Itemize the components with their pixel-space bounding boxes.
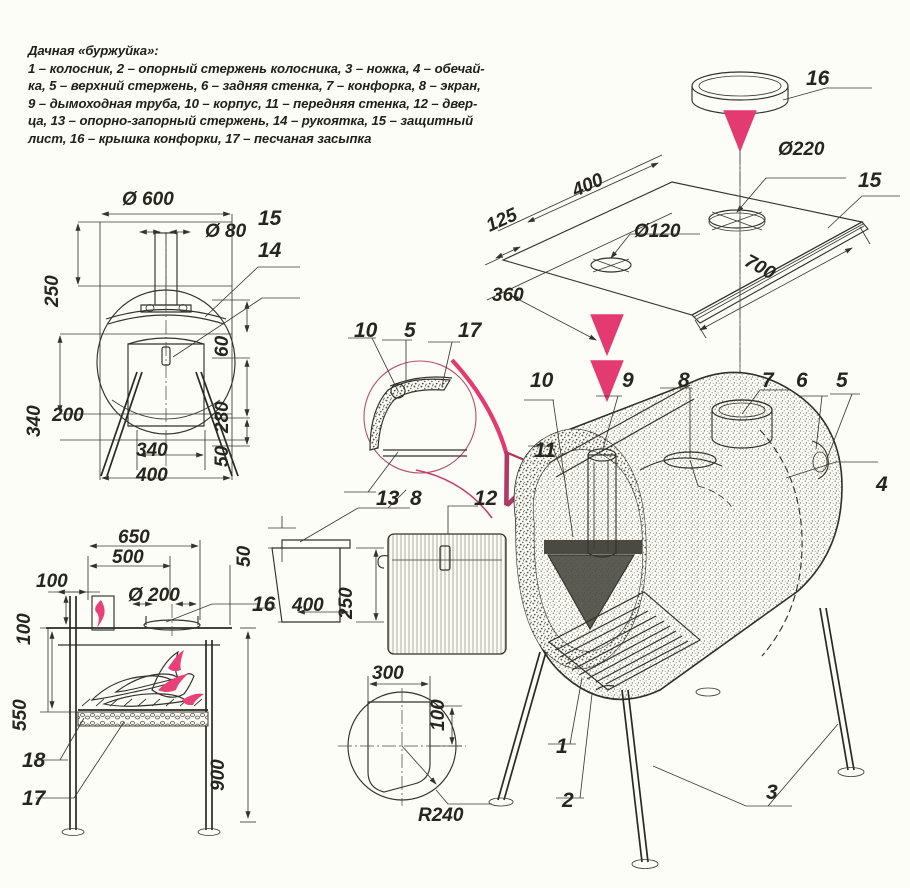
- dim-d600: Ø 600: [122, 189, 174, 210]
- caption-line-2: ка, 5 – верхний стержень, 6 – задняя сте…: [28, 78, 481, 94]
- caption-line-1: 1 – колосник, 2 – опорный стержень колос…: [28, 60, 485, 76]
- dim-w340: 340: [136, 440, 168, 461]
- view-grill-elevation: [34, 540, 258, 836]
- callout-18: 18: [22, 749, 46, 772]
- view-corner-detail: [344, 337, 512, 519]
- dim-w400: 400: [136, 465, 168, 486]
- dim-w500: 500: [112, 547, 144, 568]
- dim-h60: 60: [212, 335, 233, 357]
- callout-11: 11: [534, 439, 556, 462]
- callout-9: 9: [622, 369, 634, 392]
- dim-grate-w300: 300: [372, 663, 404, 684]
- dim-h340: 340: [24, 405, 45, 437]
- callout-14-front: 14: [258, 239, 282, 262]
- callout-1: 1: [556, 735, 568, 758]
- callout-4: 4: [876, 473, 888, 496]
- callout-15-plate: 15: [858, 169, 882, 192]
- callout-7: 7: [762, 369, 774, 392]
- callout-17-grill: 17: [22, 787, 46, 810]
- callout-13: 13: [376, 487, 400, 510]
- dim-h280: 280: [212, 401, 233, 433]
- view-bracket-detail: [258, 489, 410, 623]
- dim-h200: 200: [52, 405, 84, 426]
- dim-h250: 250: [42, 275, 63, 307]
- view-door: [377, 505, 507, 655]
- callout-10-detail: 10: [354, 319, 378, 342]
- dim-d80: Ø 80: [205, 221, 247, 242]
- caption-title: Дачная «буржуйка»:: [28, 43, 159, 58]
- dim-d200: Ø 200: [128, 585, 180, 606]
- dim-off360: 360: [492, 285, 524, 306]
- view-assembly: [488, 371, 878, 869]
- callout-10-assembly: 10: [530, 369, 554, 392]
- callout-16-plate: 16: [806, 67, 830, 90]
- callout-6: 6: [796, 369, 808, 392]
- callout-2: 2: [562, 789, 574, 812]
- view-grate-plan: [338, 676, 492, 806]
- dim-d220: Ø220: [778, 139, 825, 160]
- callout-15-front: 15: [258, 207, 282, 230]
- dim-bracket-w400: 400: [292, 595, 324, 616]
- dim-grate-r240: R240: [418, 805, 464, 826]
- dim-bracket-h50: 50: [234, 545, 255, 567]
- dim-bracket-h250: 250: [336, 587, 357, 619]
- callout-17-detail: 17: [458, 319, 482, 342]
- callout-12: 12: [474, 487, 498, 510]
- dim-h550: 550: [10, 699, 31, 731]
- dim-d120: Ø120: [634, 221, 681, 242]
- dim-h900: 900: [208, 759, 229, 791]
- callout-8-assembly: 8: [678, 369, 690, 392]
- view-shield-plate: [484, 71, 900, 410]
- callout-5-assembly: 5: [836, 369, 848, 392]
- callout-8-door: 8: [410, 487, 422, 510]
- figure-caption: Дачная «буржуйка»: 1 – колосник, 2 – опо…: [28, 42, 498, 148]
- view-front-elevation: [57, 211, 300, 481]
- dim-w100b: 100: [14, 613, 35, 645]
- caption-line-4: ца, 13 – опорно-запорный стержень, 14 – …: [28, 113, 474, 129]
- dim-grate-h100: 100: [428, 699, 449, 731]
- dim-w650: 650: [118, 527, 150, 548]
- dim-h50: 50: [212, 445, 233, 467]
- callout-16-grill: 16: [252, 593, 276, 616]
- callout-3: 3: [766, 781, 778, 804]
- caption-line-5: лист, 16 – крышка конфорки, 17 – песчана…: [28, 130, 372, 146]
- callout-5-detail: 5: [404, 319, 416, 342]
- dim-w100a: 100: [36, 571, 68, 592]
- caption-line-3: 9 – дымоходная труба, 10 – корпус, 11 – …: [28, 95, 478, 111]
